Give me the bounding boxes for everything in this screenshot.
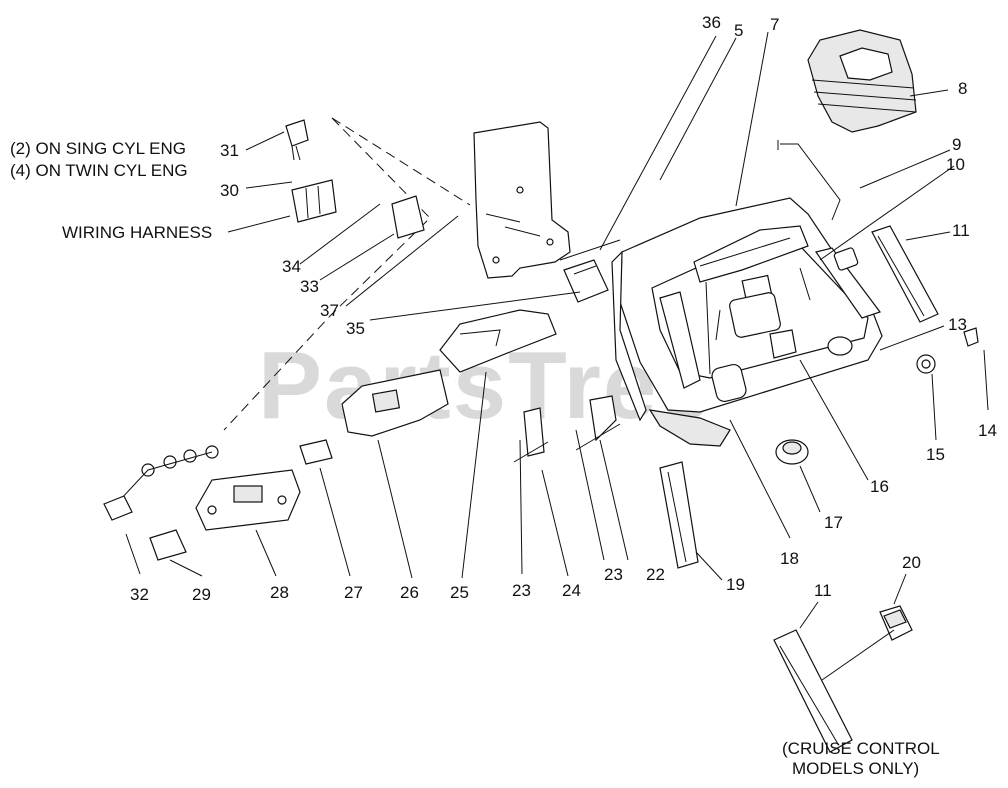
callout-34: 34 <box>282 257 301 276</box>
callout-30: 30 <box>220 181 239 200</box>
trim-strip-right <box>871 225 939 323</box>
callout-23-right: 23 <box>604 565 623 584</box>
lamp-harness-32 <box>103 445 219 521</box>
regulator-35 <box>563 259 609 303</box>
note-cruise-control-2: MODELS ONLY) <box>792 759 919 778</box>
rod-pin <box>777 140 841 221</box>
mounting-bracket <box>473 121 571 279</box>
callout-10: 10 <box>946 155 965 174</box>
callout-37: 37 <box>320 301 339 320</box>
callout-19: 19 <box>726 575 745 594</box>
relay-31 <box>285 119 309 161</box>
knob-17 <box>775 439 809 465</box>
callout-28: 28 <box>270 583 289 602</box>
note-single-cylinder: (2) ON SING CYL ENG <box>10 139 186 158</box>
switch-27 <box>299 439 333 465</box>
callout-35: 35 <box>346 319 365 338</box>
callout-11: 11 <box>952 221 970 240</box>
cruise-switch <box>879 605 913 641</box>
callout-31: 31 <box>220 141 239 160</box>
note-cruise-control-1: (CRUISE CONTROL <box>782 739 940 758</box>
connector-30 <box>291 179 337 223</box>
dash-console <box>611 197 883 447</box>
cruise-trim-strip <box>773 629 853 753</box>
callout-20: 20 <box>902 553 921 572</box>
notes: (2) ON SING CYL ENG (4) ON TWIN CYL ENG … <box>10 139 940 778</box>
callout-8: 8 <box>958 79 967 98</box>
fastener-13 <box>963 327 979 347</box>
callout-18: 18 <box>780 549 799 568</box>
callout-7: 7 <box>770 15 779 34</box>
callout-27: 27 <box>344 583 363 602</box>
callout-25: 25 <box>450 583 469 602</box>
callout-labels: 36 5 7 8 9 10 11 13 14 15 16 17 18 19 20… <box>130 13 997 604</box>
callout-9: 9 <box>952 135 961 154</box>
bracket-24 <box>513 407 549 463</box>
callout-13: 13 <box>948 315 967 334</box>
steering-boot <box>807 29 917 133</box>
callout-29: 29 <box>192 585 211 604</box>
knob-small <box>833 247 859 271</box>
trim-strip-19 <box>659 461 699 569</box>
note-wiring-harness: WIRING HARNESS <box>62 223 212 242</box>
bezel-29 <box>149 529 187 561</box>
callout-16: 16 <box>870 477 889 496</box>
bracket-22 <box>575 395 621 451</box>
nut-15 <box>916 354 936 374</box>
assembly-outline <box>223 117 471 431</box>
callout-17: 17 <box>824 513 843 532</box>
leader-lines <box>125 31 989 681</box>
callout-32: 32 <box>130 585 149 604</box>
callout-26: 26 <box>400 583 419 602</box>
note-twin-cylinder: (4) ON TWIN CYL ENG <box>10 161 188 180</box>
callout-22: 22 <box>646 565 665 584</box>
callout-5: 5 <box>734 21 743 40</box>
dash-cover-25 <box>439 309 557 373</box>
callout-11-cruise: 11 <box>814 581 832 600</box>
callout-36: 36 <box>702 13 721 32</box>
panel-26 <box>341 369 449 437</box>
callout-15: 15 <box>926 445 945 464</box>
callout-33: 33 <box>300 277 319 296</box>
callout-24: 24 <box>562 581 581 600</box>
callout-23-left: 23 <box>512 581 531 600</box>
module-33 <box>391 195 425 239</box>
callout-14: 14 <box>978 421 997 440</box>
panel-28 <box>195 469 301 531</box>
